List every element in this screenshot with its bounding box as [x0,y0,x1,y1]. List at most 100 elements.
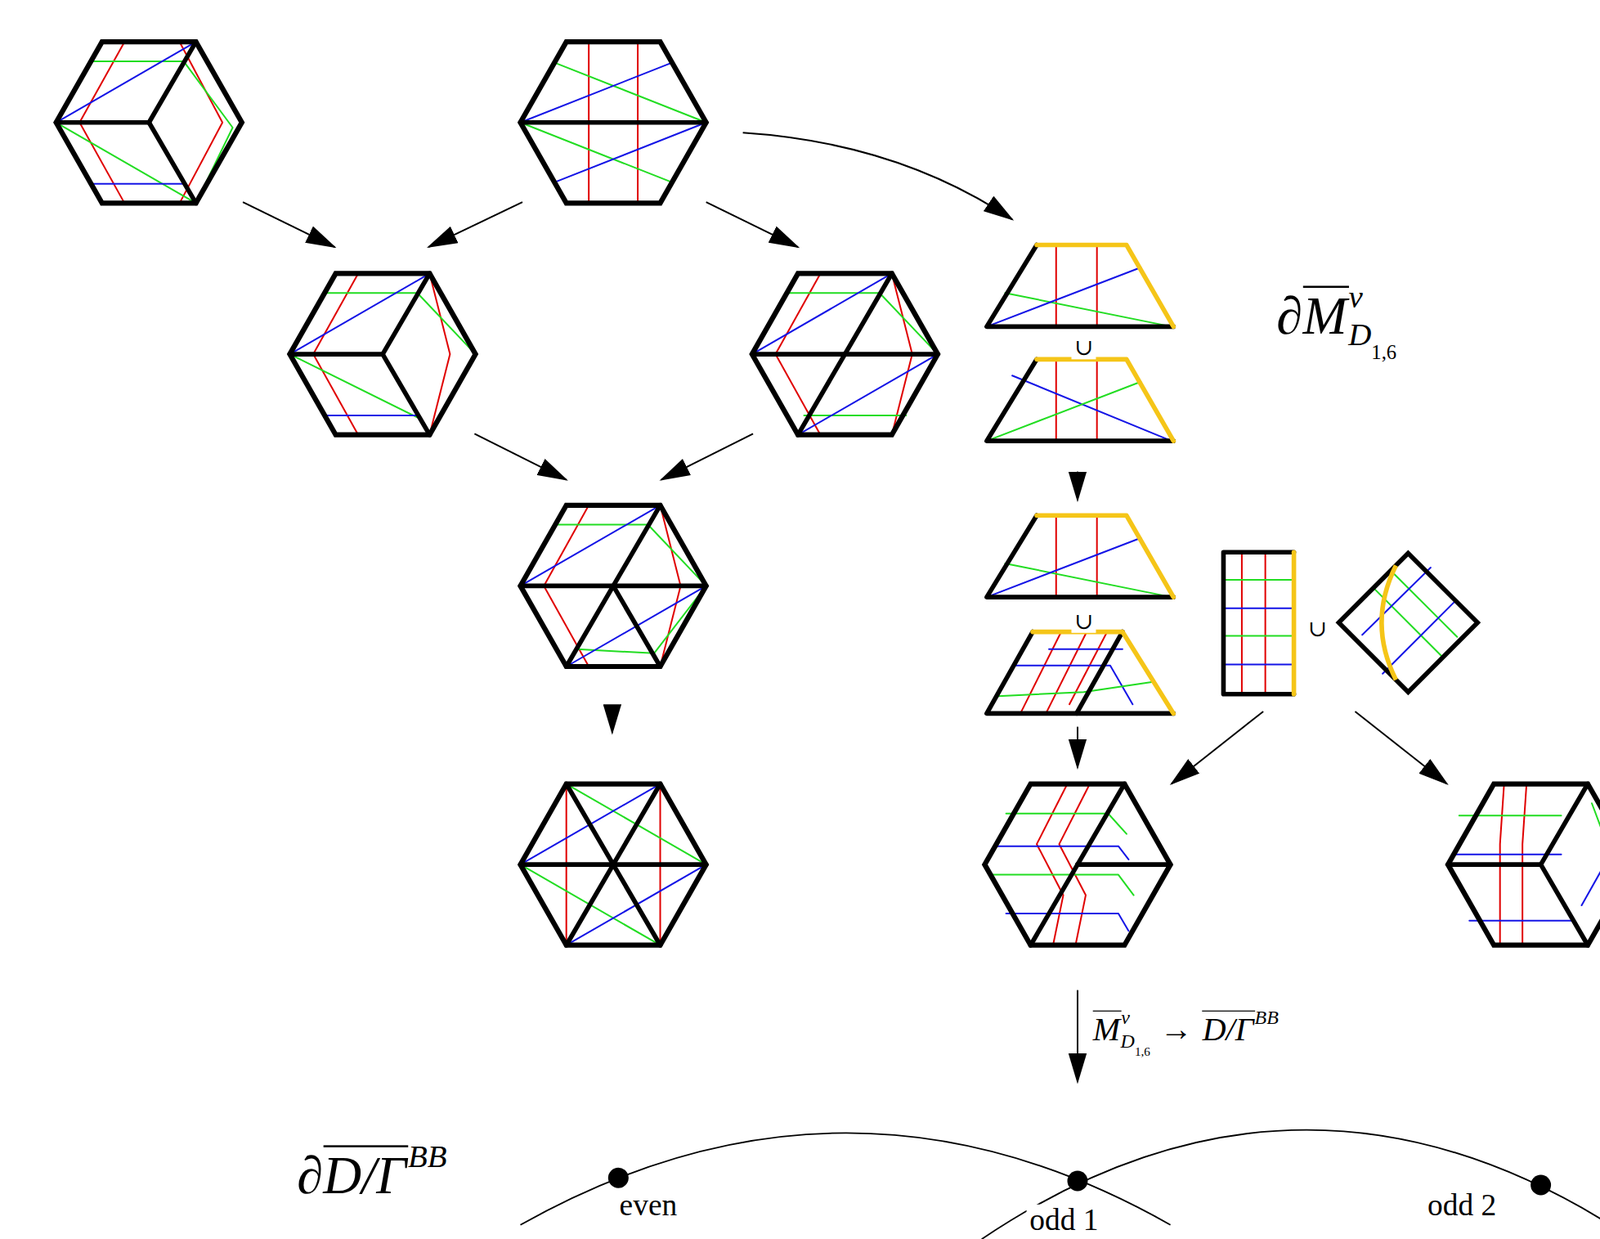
curve-line [1055,515,1058,597]
label-text: ∪ [1074,609,1094,632]
boundary-label: ∂D/ΓBB [293,1144,450,1202]
math-symbol: ν [1120,1007,1130,1027]
edge-line [382,354,430,435]
curve-line [555,62,706,122]
curve-line [998,681,1154,696]
curve-line [325,415,430,435]
boundary-edge [1032,631,1174,714]
hexagon [520,784,707,946]
label-text: ∂ [1276,290,1303,344]
curve-line [1015,665,1134,704]
curve-line [1055,358,1058,441]
edge-line [1447,861,1542,867]
curve-line [91,183,184,185]
cusp-label: odd 2 [1424,1189,1500,1220]
curve-line [1096,358,1099,441]
curve-line [429,273,450,435]
curve-line [1264,551,1267,694]
arrow [611,711,614,733]
curve-line [1045,631,1087,714]
label-text: ∂ [296,1148,323,1202]
edge-line [566,784,661,946]
edge-line [382,273,430,355]
curve-line [994,846,1130,860]
curve-line [1012,375,1172,441]
edge-line [797,354,845,435]
edge-line [1541,864,1588,946]
arrow [706,201,798,247]
label-text: odd 1 [1029,1204,1099,1235]
union-sign: ∪ [1071,609,1097,632]
hexagon [56,41,243,203]
arrow [743,132,1013,220]
math-symbol: D/Γ [322,1144,408,1202]
edge-line [1030,864,1078,946]
math-symbol: D/Γ [1202,1010,1255,1046]
curve-line [520,62,671,122]
curve-line [1223,663,1294,666]
edge-line [613,585,660,667]
curve-line [91,61,233,203]
hexagon [520,505,707,667]
edge-line [844,273,892,355]
label-text: ∪ [1074,336,1094,359]
boundary-edge [1036,245,1174,328]
curve-line [1223,578,1294,581]
trapezoid [986,245,1174,328]
math-symbol: BB [407,1139,448,1172]
label-text: → [1160,1012,1193,1045]
curve-line [1241,551,1243,694]
diamond [1338,552,1478,692]
math-symbol: M [1093,1010,1121,1046]
curve-line [1055,245,1058,328]
edge-line [613,505,660,587]
map-label: MνD1,6→D/ΓBB [1089,1010,1282,1046]
edge-line [56,120,150,126]
curve-line [986,267,1141,327]
curve-line [1006,913,1130,931]
rectangle [1223,551,1294,694]
math-symbol: ν [1348,280,1363,313]
edge-line [1077,784,1125,865]
edge-line [148,41,196,123]
arrow [428,201,523,247]
math-symbol: D [1120,1030,1135,1051]
label-text: ∪ [1308,617,1327,640]
curve-line [555,122,706,182]
cusp-point [1067,1170,1089,1192]
curve-line [1036,784,1067,946]
boundary-curve [1381,564,1396,680]
edge-line [289,351,383,357]
curve-line [986,537,1141,597]
curve-line [1096,245,1099,328]
math-symbol: D [1348,318,1372,350]
arrow [242,201,335,247]
arrow [1076,726,1079,768]
curve-line [986,381,1141,441]
edge-line [1541,784,1588,865]
curve-line [1223,635,1294,637]
cusp-label: even [616,1189,681,1220]
edge-line [566,585,614,667]
trapezoid [986,515,1174,597]
union-sign: ∪ [1071,336,1097,359]
math-symbol: 1,6 [1371,342,1397,364]
edge-line [520,120,707,126]
parallelogram [986,631,1174,714]
hexagon [289,273,476,435]
curve-line [520,122,671,182]
boundary-edge [1036,515,1174,597]
edge-line [1076,631,1123,714]
cusp-point [1530,1174,1551,1196]
math-symbol: BB [1254,1007,1279,1027]
hexagon [1447,784,1600,946]
curve-line [1591,802,1600,926]
curve-line [1389,569,1457,637]
boundary-label: ∂MνD1,6 [1273,285,1400,343]
arrow [1354,711,1447,785]
arrow [474,433,566,480]
curve-line [1096,515,1099,597]
curve-line [179,41,223,203]
